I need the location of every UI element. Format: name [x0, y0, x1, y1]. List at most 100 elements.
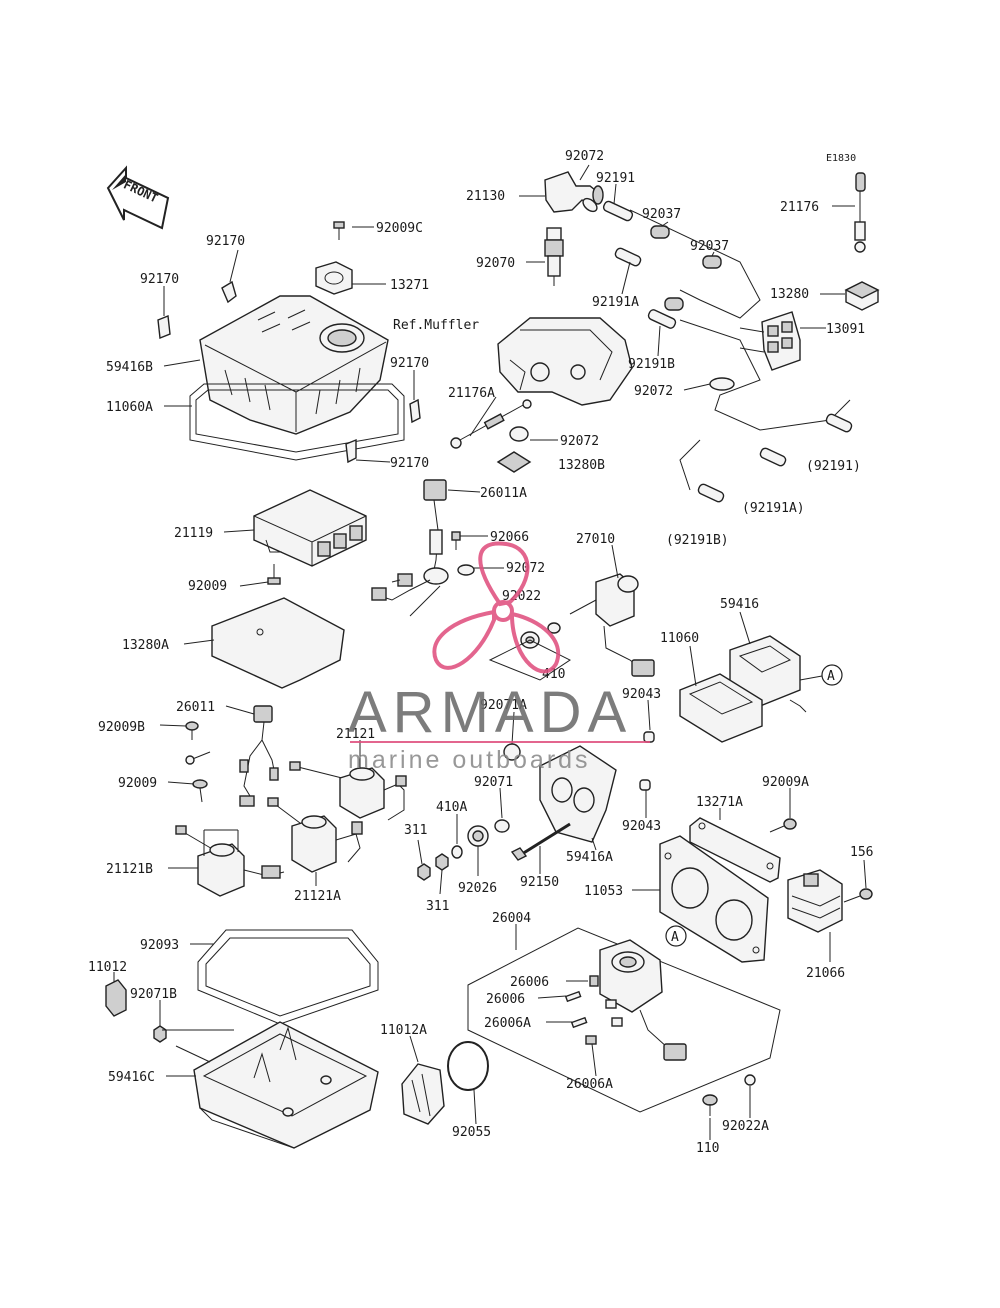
bracket-26004: [467, 927, 781, 1113]
bolt-92066: [451, 531, 461, 550]
leader-lines: [113, 164, 867, 1140]
part-label: 92071B: [130, 987, 177, 1002]
part-label: 11060A: [106, 400, 153, 415]
part-label: 26011A: [480, 486, 527, 501]
hose-sections-right: [697, 413, 853, 503]
regulator-21066: [787, 869, 843, 933]
gasket-11060a: [189, 383, 405, 461]
cap-11012: [105, 979, 127, 1017]
part-label: 92009A: [762, 775, 809, 790]
part-label: 92026: [458, 881, 497, 896]
callout-a-top-label: A: [827, 669, 835, 684]
part-label: 21176: [780, 200, 819, 215]
watermark-brand: ARMADA: [348, 680, 632, 745]
part-label: 21130: [466, 189, 505, 204]
muffler-reference: [497, 317, 633, 406]
callout-a-bottom-label: A: [671, 930, 679, 945]
part-label: 21121B: [106, 862, 153, 877]
ground-cable-21176a: [450, 399, 532, 449]
rubber-pad-13280a: [211, 597, 345, 689]
part-label: 92170: [390, 456, 429, 471]
hose-route-return: [679, 439, 701, 491]
washer-92022a: [744, 1074, 756, 1086]
hose-clamp-92072-top: [582, 197, 598, 213]
armada-watermark: ARMADA marine outboards: [348, 541, 650, 774]
watermark-tagline: marine outboards: [348, 746, 591, 774]
ignition-coil-21121a: [267, 797, 363, 873]
wiring-harness-26011a: [371, 479, 449, 617]
clamps-92170: [157, 280, 421, 464]
callout-a-top: [821, 664, 843, 686]
part-label: 26006: [510, 975, 549, 990]
part-label: 410A: [436, 800, 467, 815]
nut-92071: [494, 819, 510, 833]
part-label: 26006A: [484, 1016, 531, 1031]
part-label: 13280A: [122, 638, 169, 653]
part-label: (92191): [806, 459, 861, 474]
part-label: 92070: [476, 256, 515, 271]
part-label: 311: [426, 899, 449, 914]
part-label: 92043: [622, 687, 661, 702]
part-label: 59416A: [566, 850, 613, 865]
rubber-pad-13280b: [496, 451, 532, 473]
part-label: 11012A: [380, 1023, 427, 1038]
bolt-92009b: [185, 721, 199, 740]
part-label: 59416C: [108, 1070, 155, 1085]
part-label: 11060: [660, 631, 699, 646]
part-labels: 92072 21130 92191 92037 92037 92070 9219…: [88, 149, 873, 1156]
part-label: 13280: [770, 287, 809, 302]
part-label: 92072: [565, 149, 604, 164]
hose-clamp-92072-right: [709, 377, 735, 391]
hose-route-lower: [679, 319, 851, 431]
part-label: 11053: [584, 884, 623, 899]
part-label: 59416B: [106, 360, 153, 375]
part-label: 26006: [486, 992, 525, 1007]
part-label: 311: [404, 823, 427, 838]
plate-13271a: [689, 817, 781, 883]
bolt-92009a: [769, 818, 797, 833]
part-label: 21121: [336, 727, 375, 742]
part-label: 21121A: [294, 889, 341, 904]
hose-92191: [602, 200, 634, 222]
part-label: 92009B: [98, 720, 145, 735]
part-label: 13271A: [696, 795, 743, 810]
part-label: 92037: [642, 207, 681, 222]
gauge-26004: [599, 939, 687, 1061]
bolt-110: [702, 1094, 718, 1116]
part-label: 27010: [576, 532, 615, 547]
o-ring-92055: [447, 1041, 489, 1091]
part-label: 21176A: [448, 386, 495, 401]
part-label: 92009: [118, 776, 157, 791]
part-label: (92191B): [666, 533, 729, 548]
part-label: 92170: [140, 272, 179, 287]
part-label: (92191A): [742, 501, 805, 516]
part-label: 92170: [390, 356, 429, 371]
propeller-logo-icon: [432, 541, 560, 674]
part-label: 13271: [390, 278, 429, 293]
front-direction-arrow-icon: FRONT: [106, 165, 170, 230]
clamp-92072-mid: [509, 426, 529, 442]
callout-a-bottom: [665, 925, 687, 947]
clamp-92072-harness: [457, 564, 475, 576]
bolt-92150: [510, 822, 571, 861]
wiring-harness-26011: [185, 705, 279, 807]
o-ring-410a: [451, 845, 463, 859]
part-label: 26006A: [566, 1077, 613, 1092]
muffler-reference-label: Ref.Muffler: [393, 318, 479, 333]
part-label: 92055: [452, 1125, 491, 1140]
part-label: 92071: [474, 775, 513, 790]
cdi-unit-21119: [253, 489, 367, 567]
part-label: 92071A: [480, 698, 527, 713]
hose-route: [629, 209, 761, 319]
part-label: 92066: [490, 530, 529, 545]
part-label: 92191B: [628, 357, 675, 372]
part-label: 110: [696, 1141, 719, 1156]
grommet-92026: [467, 825, 489, 847]
part-label: 92037: [690, 239, 729, 254]
part-label: 92150: [520, 875, 559, 890]
part-label: 26004: [492, 911, 531, 926]
nut-92071b: [153, 1025, 167, 1043]
part-label: 26011: [176, 700, 215, 715]
